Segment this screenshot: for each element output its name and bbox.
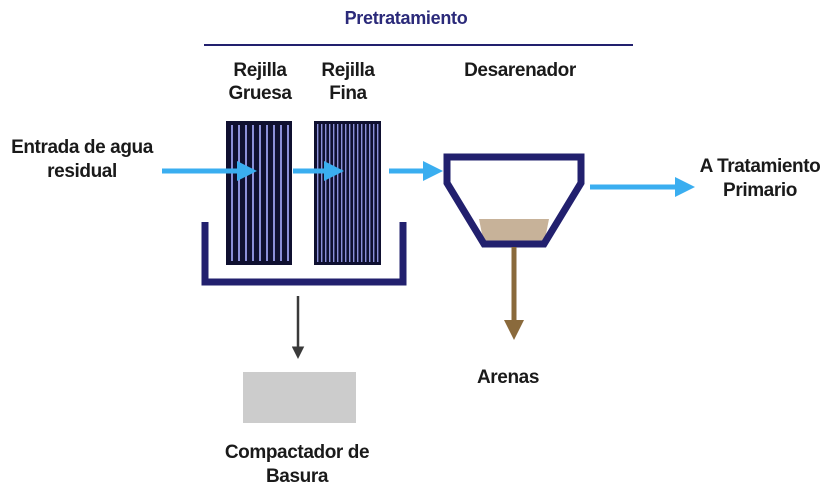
coarse-screen [226,121,292,265]
grit-chamber-label: Desarenador [464,60,577,81]
grit-chamber-hopper [443,153,585,248]
screenings-tray [201,222,407,286]
outlet-label-line1: A Tratamiento [700,156,821,177]
outlet-label-line2: Primario [723,180,797,201]
compactor-label-line1: Compactador de [225,442,369,463]
diagram-title: Pretratamiento [345,8,468,28]
coarse-screen-label-line1: Rejilla [233,60,287,81]
fine-screen [314,121,381,265]
fine-screen-frame [314,121,381,265]
inlet-label-line2: residual [47,161,117,182]
sand-deposit [479,219,549,244]
grit-chamber [443,153,585,248]
fine-screen-label-line1: Rejilla [321,60,375,81]
compactor-label-line2: Basura [266,466,329,487]
fine-screen-bars [317,124,379,262]
inlet-label-line1: Entrada de agua [11,137,154,158]
coarse-screen-bars [231,125,289,261]
trash-compactor [243,372,356,423]
coarse-screen-label-line2: Gruesa [228,83,292,104]
sand-label: Arenas [477,367,539,388]
fine-screen-label-line2: Fina [329,83,367,104]
